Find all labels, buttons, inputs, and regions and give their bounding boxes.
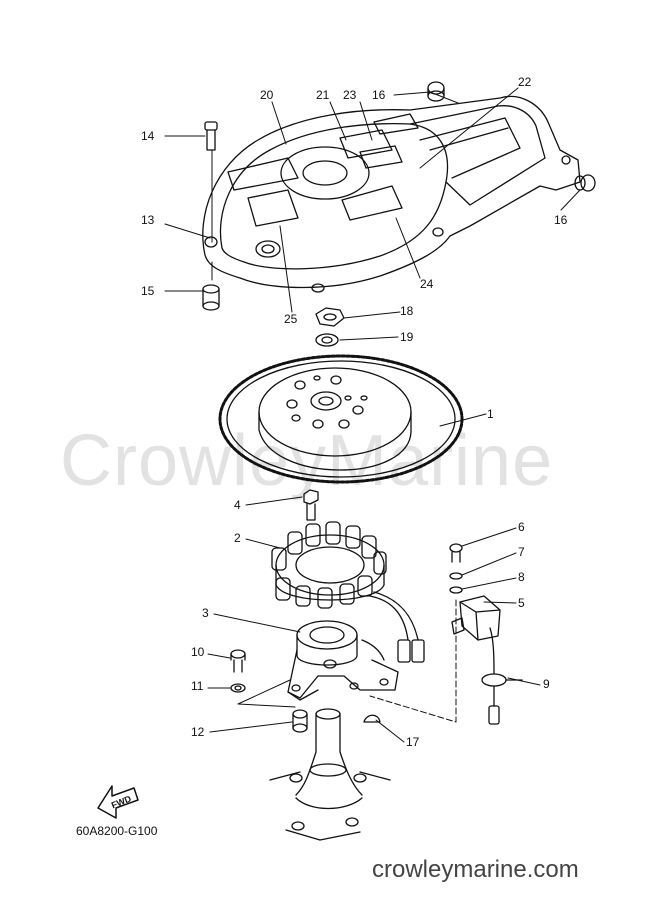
grommet-top (427, 81, 445, 102)
leader-lines (164, 87, 581, 743)
label-part-8: 8 (518, 570, 525, 584)
bolt-14 (204, 121, 218, 151)
label-part-1: 1 (487, 407, 494, 421)
grommet-15 (202, 284, 220, 311)
bolt-4 (303, 489, 319, 521)
label-part-2: 2 (234, 531, 241, 545)
screw-10 (230, 649, 246, 673)
label-part-7: 7 (518, 545, 525, 559)
wire-connector-9 (481, 673, 523, 725)
label-part-3: 3 (202, 606, 209, 620)
label-part-22: 22 (518, 75, 532, 89)
label-part-16-right: 16 (554, 213, 568, 227)
stator (271, 521, 425, 663)
label-part-17: 17 (406, 735, 420, 749)
washer-11 (230, 683, 246, 693)
flywheel (218, 354, 464, 484)
label-part-11: 11 (191, 679, 204, 693)
nut-18 (315, 307, 345, 327)
label-part-12: 12 (191, 725, 205, 739)
label-part-14: 14 (141, 129, 155, 143)
stator-base (287, 620, 399, 701)
key-17 (363, 714, 381, 723)
label-part-19: 19 (400, 330, 414, 344)
collar-12 (292, 709, 308, 733)
label-part-18: 18 (400, 304, 414, 318)
label-part-15: 15 (141, 284, 155, 298)
pulser-coil (451, 595, 501, 675)
label-part-5: 5 (518, 596, 525, 610)
label-part-9: 9 (543, 677, 550, 691)
fwd-arrow-icon (97, 785, 139, 819)
label-part-25: 25 (284, 312, 298, 326)
label-part-13: 13 (141, 213, 155, 227)
diagram-code: 60A8200-G100 (76, 824, 158, 838)
label-part-20: 20 (260, 88, 274, 102)
washer-8 (449, 586, 463, 594)
label-part-6: 6 (518, 520, 525, 534)
flywheel-cover (202, 95, 581, 293)
label-part-16-top: 16 (372, 88, 386, 102)
washer-7 (449, 572, 463, 580)
label-part-10: 10 (191, 645, 205, 659)
watermark: CrowleyMarine (60, 421, 554, 501)
label-part-21: 21 (316, 88, 330, 102)
crankshaft (269, 708, 391, 841)
label-part-23: 23 (343, 88, 357, 102)
label-part-24: 24 (420, 277, 434, 291)
screw-6 (449, 543, 463, 563)
site-name: crowleymarine.com (372, 856, 579, 883)
washer-19 (315, 333, 339, 347)
label-part-4: 4 (234, 498, 241, 512)
